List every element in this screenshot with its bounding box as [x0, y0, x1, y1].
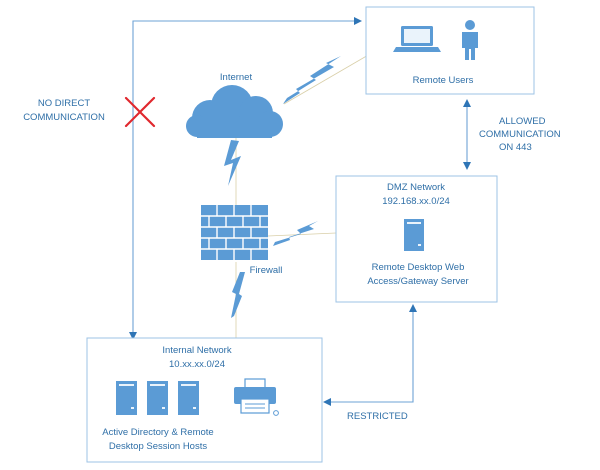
server-icon	[147, 381, 168, 415]
firewall-label: Firewall	[250, 265, 283, 276]
lightning-icon	[224, 140, 241, 186]
internet-label: Internet	[220, 72, 253, 83]
internet-node: Internet	[186, 72, 283, 138]
lightning-icon	[283, 56, 341, 104]
firewall-to-dmz-link	[267, 232, 337, 237]
internal-title: Internal Network	[162, 345, 231, 356]
dmz-title: DMZ Network	[387, 182, 445, 193]
internal-network-node: Internal Network 10.xx.xx.0/24 Active Di…	[86, 337, 323, 463]
dmz-server-label-line1: Remote Desktop Web	[372, 262, 465, 273]
server-icon	[178, 381, 199, 415]
firewall-node: Firewall	[201, 205, 282, 276]
laptop-icon	[393, 26, 441, 52]
user-icon	[462, 20, 478, 60]
internet-to-users-link	[283, 53, 371, 105]
firewall-icon	[201, 205, 268, 260]
dmz-server-label-line2: Access/Gateway Server	[367, 276, 468, 287]
restricted-label: RESTRICTED	[347, 411, 408, 422]
lightning-icon	[231, 272, 245, 318]
restricted-connector	[323, 304, 417, 406]
internal-subnet: 10.xx.xx.0/24	[169, 359, 225, 370]
svg-text:COMMUNICATION: COMMUNICATION	[23, 112, 105, 123]
internal-hosts-label-line2: Desktop Session Hosts	[109, 441, 207, 452]
allowed-communication-label: ALLOWED COMMUNICATION ON 443	[479, 116, 561, 153]
svg-text:NO DIRECT: NO DIRECT	[38, 98, 90, 109]
lightning-icon	[273, 221, 318, 246]
server-icon	[404, 219, 424, 251]
svg-text:ALLOWED: ALLOWED	[499, 116, 546, 127]
dmz-network-node: DMZ Network 192.168.xx.0/24 Remote Deskt…	[335, 175, 498, 303]
no-direct-connector	[129, 17, 362, 340]
svg-text:ON 443: ON 443	[499, 142, 532, 153]
dmz-subnet: 192.168.xx.0/24	[382, 196, 450, 207]
no-direct-communication-label: NO DIRECT COMMUNICATION	[23, 98, 105, 123]
internal-hosts-label-line1: Active Directory & Remote	[102, 427, 213, 438]
printer-icon	[234, 378, 279, 416]
remote-users-label: Remote Users	[413, 75, 474, 86]
cloud-icon	[186, 85, 283, 138]
server-icon	[116, 381, 137, 415]
blocked-x-icon	[124, 96, 156, 128]
svg-text:COMMUNICATION: COMMUNICATION	[479, 129, 561, 140]
remote-users-node: Remote Users	[365, 6, 535, 95]
